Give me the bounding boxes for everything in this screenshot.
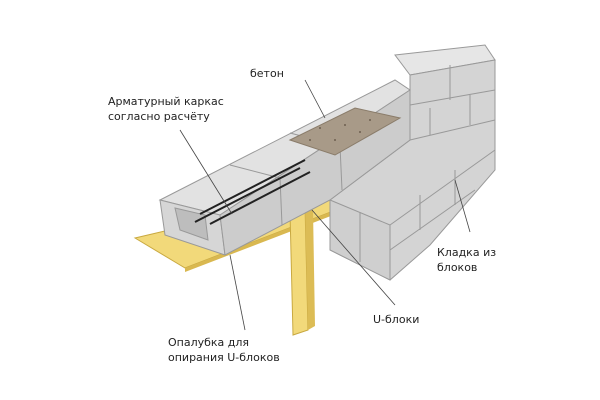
label-rebar: Арматурный каркас согласно расчёту: [108, 94, 224, 124]
label-masonry-line1: Кладка из: [437, 246, 497, 259]
masonry-wall: [329, 44, 496, 281]
label-formwork-line2: опирания U-блоков: [168, 351, 280, 364]
concrete-fill: [288, 107, 402, 156]
leader-lines: [179, 79, 471, 331]
label-rebar-line2: согласно расчёту: [108, 110, 210, 123]
support-post: [289, 204, 309, 336]
label-masonry-line2: блоков: [437, 261, 478, 274]
label-rebar-line1: Арматурный каркас: [108, 95, 224, 108]
label-u-blocks: U-блоки: [373, 313, 420, 326]
label-formwork-line1: Опалубка для: [168, 336, 250, 349]
label-concrete: бетон: [250, 67, 284, 80]
label-formwork: Опалубка для опирания U-блоков: [168, 335, 280, 365]
label-masonry: Кладка из блоков: [437, 245, 496, 275]
rebar-cage: [194, 159, 311, 225]
